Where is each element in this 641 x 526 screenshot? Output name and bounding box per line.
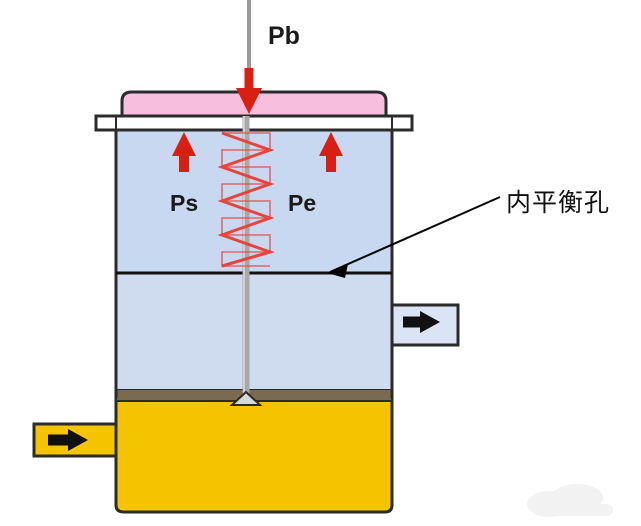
- valve-plug: [229, 390, 263, 406]
- pressure-arrow-right: [319, 132, 343, 172]
- lower-fluid-chamber: [114, 396, 394, 514]
- callout-leader-line: [327, 196, 501, 278]
- middle-chamber: [116, 273, 392, 389]
- inlet-port-arrow: [48, 429, 88, 451]
- label-ps: Ps: [170, 190, 199, 216]
- label-pe: Pe: [288, 190, 317, 216]
- label-internal-balance-hole: 内平衡孔: [506, 189, 611, 217]
- watermark: [527, 484, 613, 517]
- spring-back: [221, 132, 271, 267]
- pilot-pressure-arrow: [236, 68, 262, 114]
- top-flange: [94, 114, 414, 132]
- label-pb: Pb: [268, 22, 300, 50]
- outlet-port-arrow: [403, 311, 440, 333]
- pressure-arrow-left: [172, 132, 196, 172]
